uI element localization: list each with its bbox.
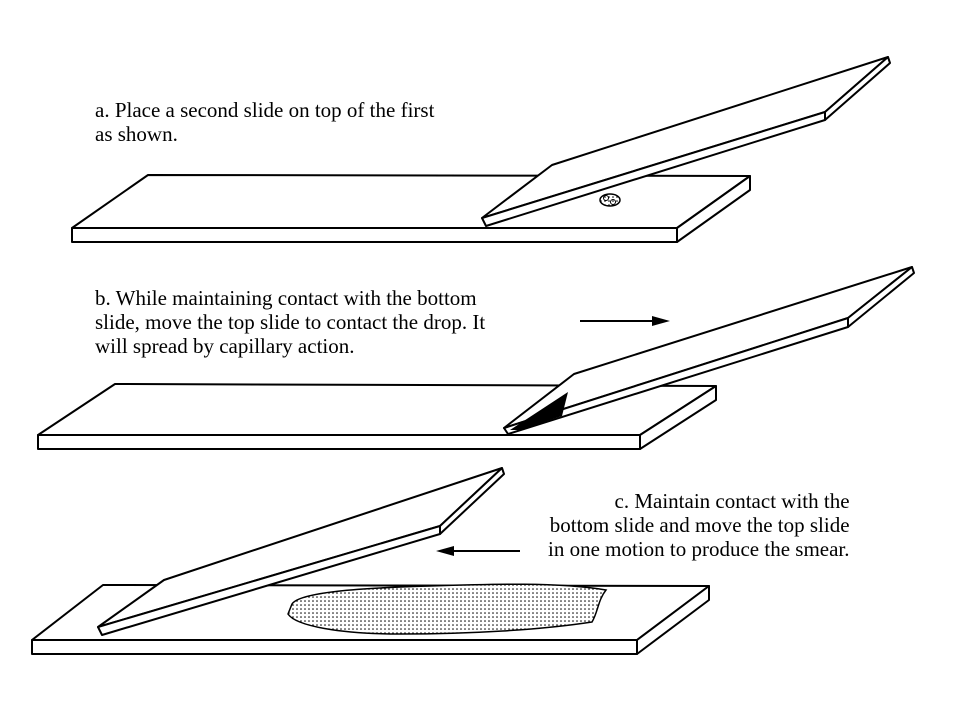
step-b-line: slide, move the top slide to contact the… [95,310,486,334]
step-a-line: as shown. [95,122,178,146]
step-b-illustration [37,266,915,450]
bottom-slide-a [71,174,751,243]
step-c-line: bottom slide and move the top slide [549,513,850,537]
step-b-line: will spread by capillary action. [95,334,355,358]
top-slide-c [97,467,505,636]
step-a-illustration [71,56,891,243]
arrow-left-icon [436,546,520,556]
blood-spread-wedge [510,392,568,430]
step-b-line: b. While maintaining contact with the bo… [95,286,477,310]
step-b-instruction: b. While maintaining contact with the bo… [95,286,485,358]
step-c-illustration [31,467,710,655]
blood-smear [287,583,608,635]
arrow-right-icon [580,316,670,326]
blood-drop [599,193,621,207]
step-a-line: a. Place a second slide on top of the fi… [95,98,435,122]
step-c-line: in one motion to produce the smear. [548,537,850,561]
top-slide-b [503,266,915,435]
step-c-line: c. Maintain contact with the [614,489,850,513]
step-c-instruction: c. Maintain contact with the bottom slid… [548,489,850,561]
step-a-instruction: a. Place a second slide on top of the fi… [95,98,434,146]
top-slide-a [481,56,891,227]
